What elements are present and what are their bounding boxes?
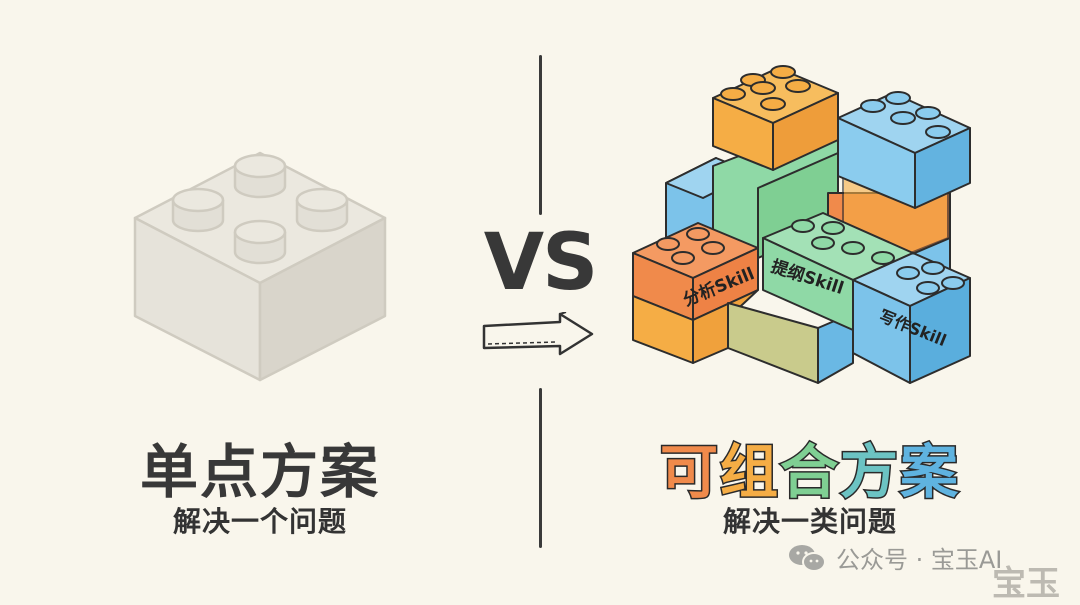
composable-solution-subtitle: 解决一类问题	[722, 505, 897, 538]
title-char-1: 可	[658, 437, 720, 508]
watermark-text: 公众号 · 宝玉AI	[836, 546, 1003, 574]
single-gray-lego-brick-icon	[133, 151, 387, 382]
single-solution-title: 单点方案	[139, 438, 380, 506]
stacked-colorful-lego-bricks-icon: 分析Skill 提纲Skill 写作Skill	[632, 65, 971, 384]
single-solution-subtitle: 解决一个问题	[172, 505, 347, 538]
wechat-icon	[789, 544, 826, 572]
watermark-seal: 宝玉	[992, 564, 1060, 604]
right-arrow-icon	[482, 312, 594, 356]
title-char-2: 组	[718, 437, 780, 508]
title-char-3: 合	[778, 437, 840, 508]
title-char-5: 案	[899, 437, 961, 508]
divider-top	[539, 55, 542, 215]
watermark: 公众号 · 宝玉AI	[788, 540, 1002, 575]
divider-bottom	[539, 388, 542, 548]
vs-label: VS	[483, 218, 599, 308]
title-char-4: 方	[838, 437, 901, 508]
composable-solution-title: 可组合方案	[630, 425, 990, 509]
